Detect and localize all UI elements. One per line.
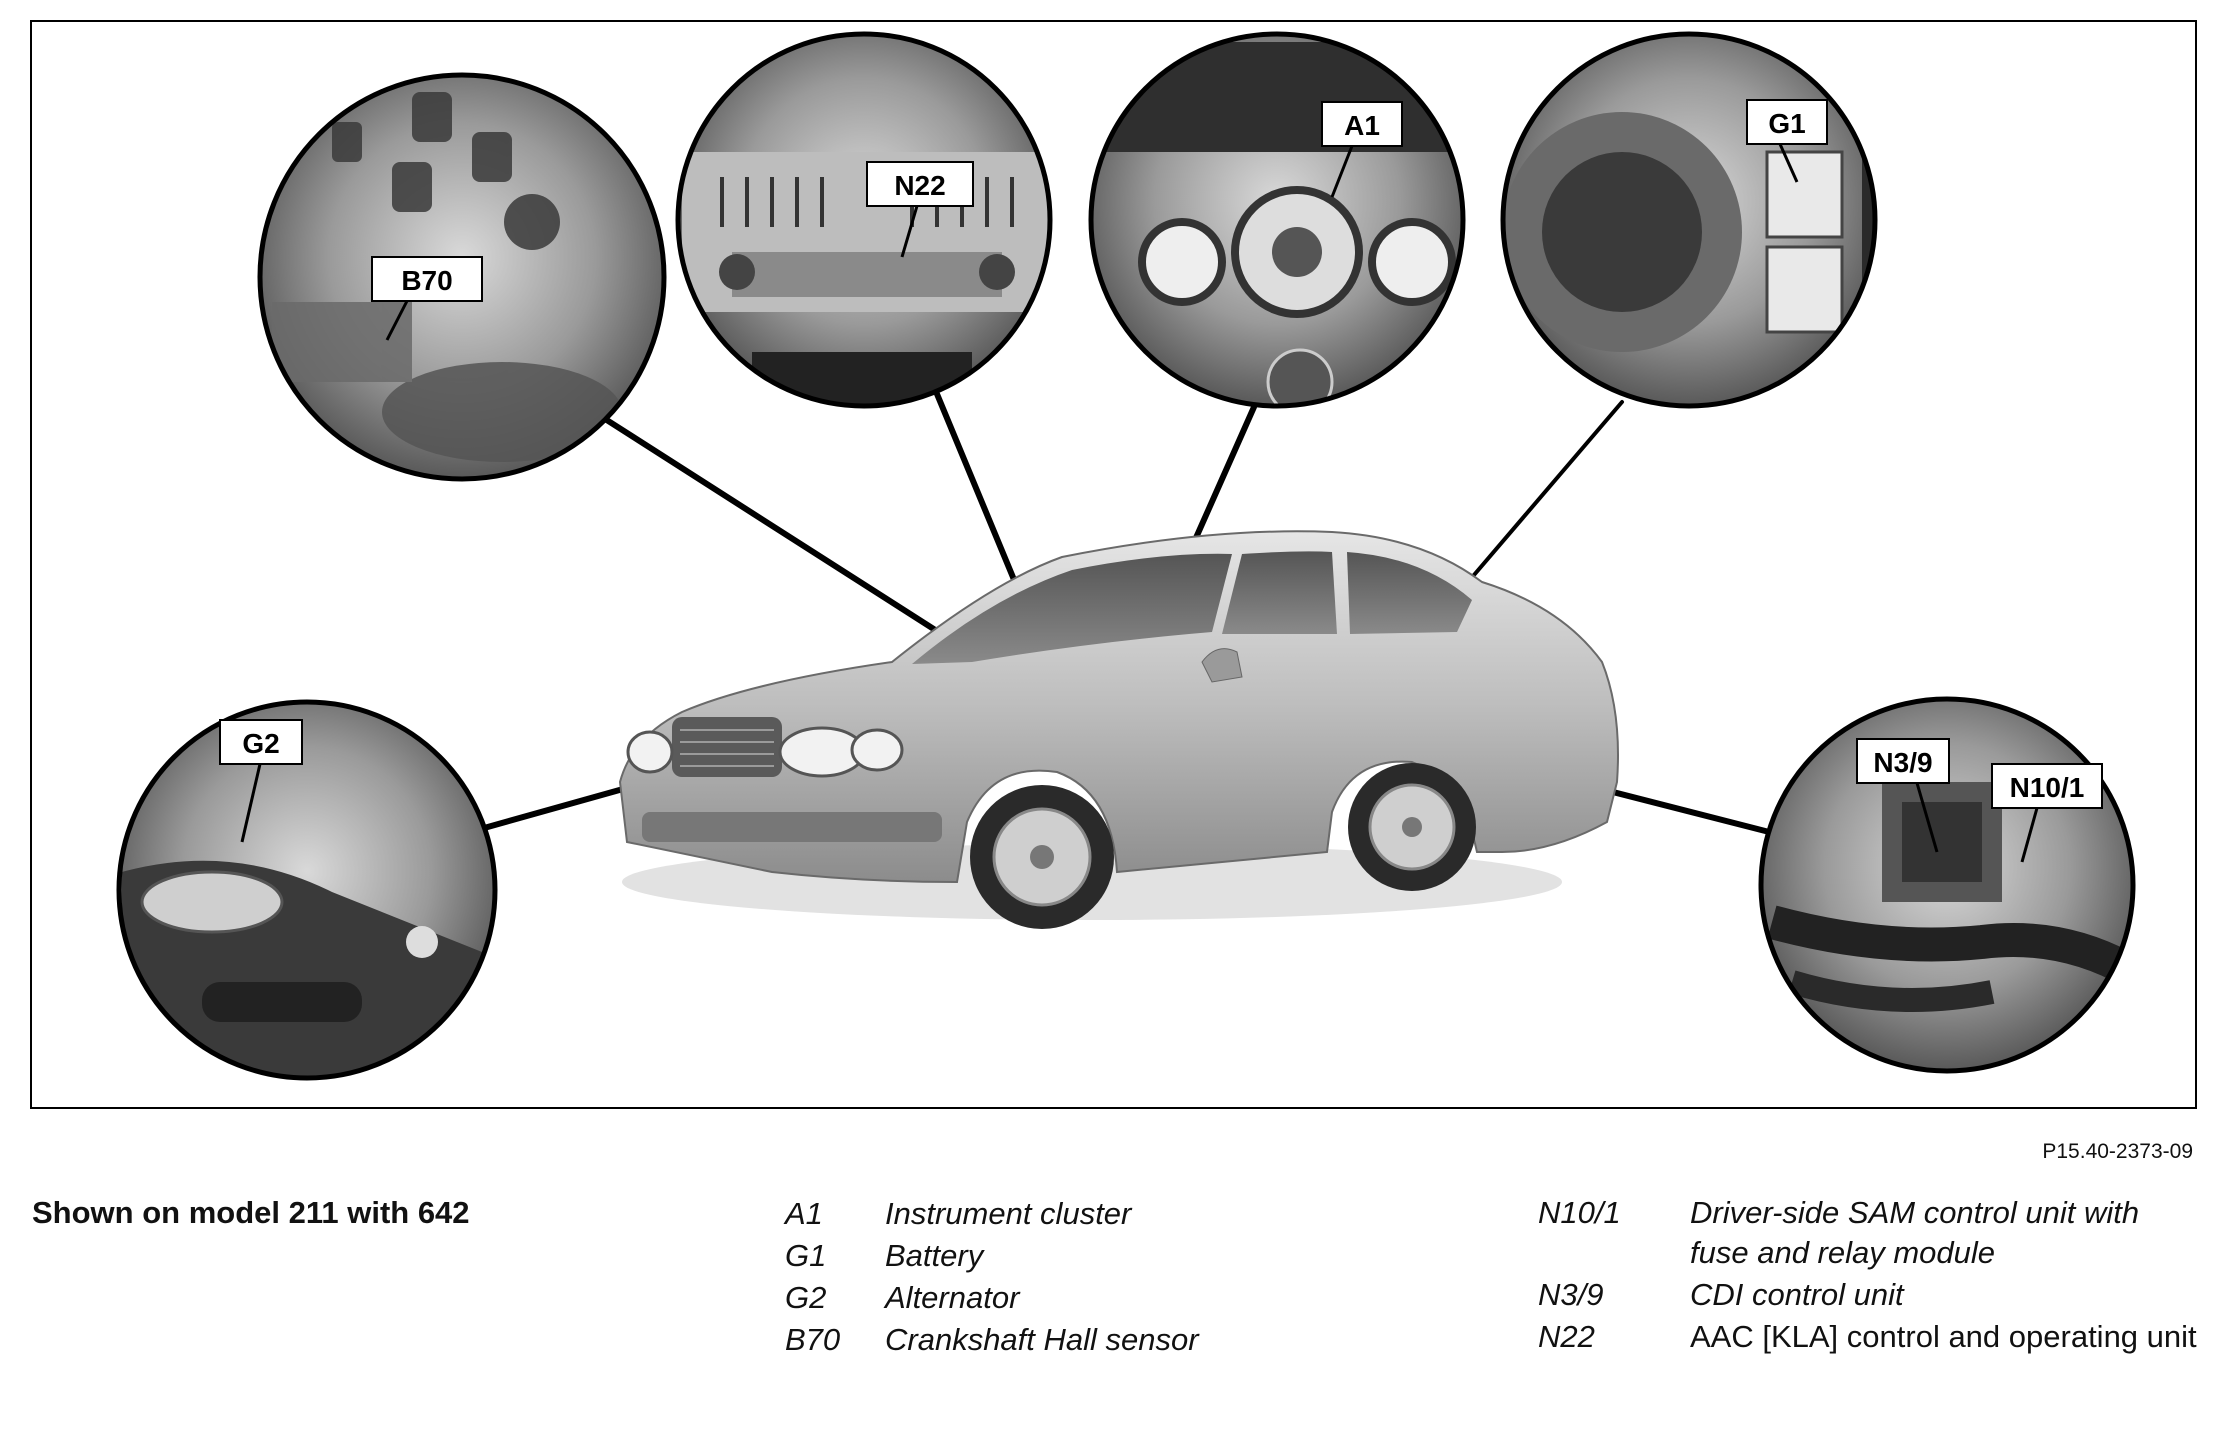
legend-desc: Instrument cluster (885, 1196, 1132, 1231)
legend-item: G2 Alternator (785, 1277, 1345, 1319)
callout-b70: B70 (401, 265, 452, 296)
photo-circle-g1: G1 (1500, 31, 1878, 409)
legend-code: G2 (785, 1280, 827, 1315)
legend-desc: Crankshaft Hall sensor (885, 1322, 1199, 1357)
legend-desc: AAC [KLA] control and operating unit (1690, 1319, 2197, 1354)
legend-code: G1 (785, 1238, 827, 1273)
callout-a1: A1 (1344, 110, 1380, 141)
photo-circle-b70: B70 (257, 72, 667, 482)
legend-desc: Driver-side SAM control unit with fuse a… (1690, 1195, 2140, 1270)
photo-circle-n3-9-n10-1: N3/9 N10/1 (1758, 696, 2136, 1074)
legend-code: A1 (785, 1196, 823, 1231)
car-illustration (618, 530, 1619, 929)
legend-desc: Alternator (885, 1280, 1020, 1315)
legend-desc: Battery (885, 1238, 984, 1273)
callout-g2: G2 (242, 728, 279, 759)
legend-code: N10/1 (1538, 1195, 1621, 1230)
legend-item: N3/9 CDI control unit (1538, 1275, 2198, 1315)
component-location-diagram: B70 N22 (116, 31, 2136, 1081)
photo-circle-a1: A1 (1088, 31, 1466, 409)
legend-item: N22 AAC [KLA] control and operating unit (1538, 1317, 2198, 1357)
leader-b70 (599, 414, 993, 668)
figure-caption: Shown on model 211 with 642 (32, 1195, 470, 1230)
legend-code: B70 (785, 1322, 841, 1357)
photo-circle-g2: G2 (116, 699, 498, 1081)
callout-n22: N22 (894, 170, 945, 201)
figure-code: P15.40-2373-09 (2042, 1140, 2193, 1163)
callout-n3-9: N3/9 (1873, 747, 1932, 778)
legend-left: A1 Instrument cluster G1 Battery G2 Alte… (785, 1193, 1345, 1361)
legend-item: B70 Crankshaft Hall sensor (785, 1319, 1345, 1361)
legend-code: N3/9 (1538, 1277, 1604, 1312)
legend-desc: CDI control unit (1690, 1277, 1904, 1312)
leader-g1 (1466, 400, 1624, 584)
photo-circle-n22: N22 (675, 31, 1053, 409)
callout-n10-1: N10/1 (2010, 772, 2085, 803)
legend-item: G1 Battery (785, 1235, 1345, 1277)
diagram-frame: B70 N22 (30, 20, 2197, 1109)
legend-item: A1 Instrument cluster (785, 1193, 1345, 1235)
legend-item: N10/1 Driver-side SAM control unit with … (1538, 1193, 2198, 1273)
callout-g1: G1 (1768, 108, 1805, 139)
legend-right: N10/1 Driver-side SAM control unit with … (1538, 1193, 2198, 1359)
legend-code: N22 (1538, 1319, 1595, 1354)
